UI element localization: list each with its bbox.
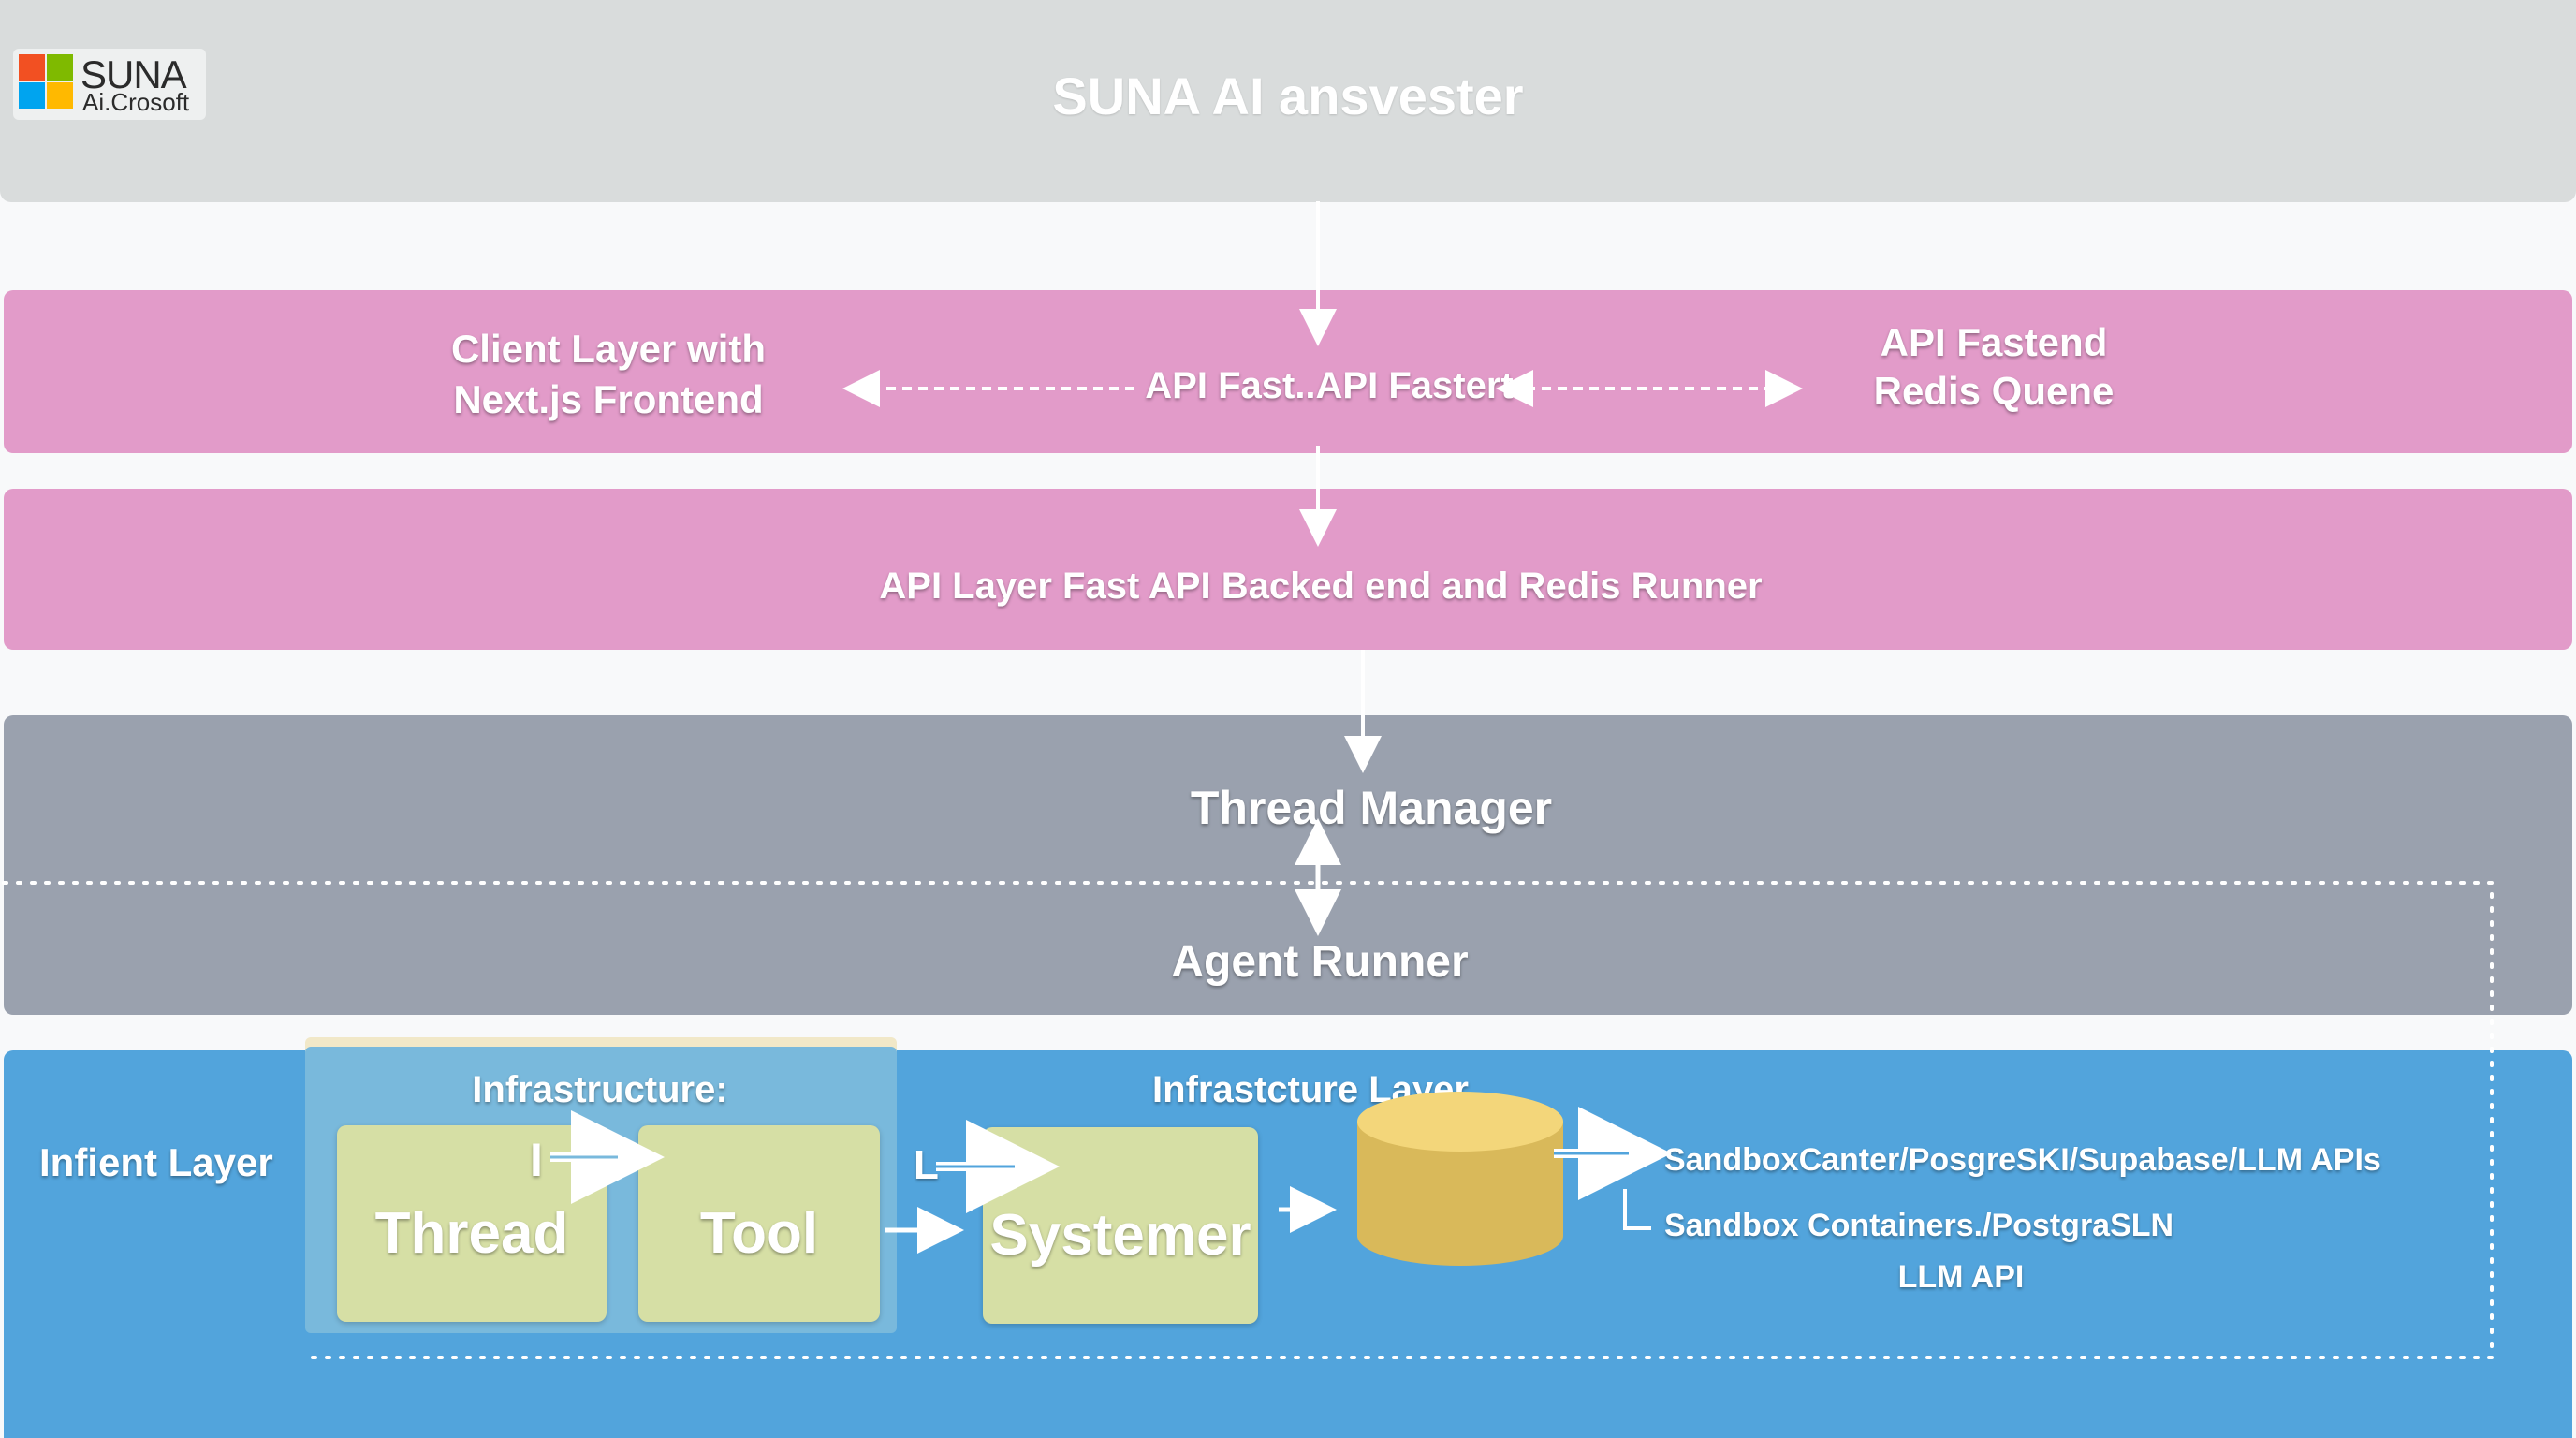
tool-box-label: Tool [699,1201,819,1266]
api-redis-line1: API Fastend [1880,320,2108,364]
thread-box-label: Thread [374,1201,569,1266]
output-line-3: LLM API [1897,1259,2025,1295]
api-layer-band [4,489,2572,650]
logo-square-red-icon [19,54,45,81]
logo-subtitle: Ai.Crosoft [82,88,190,116]
logo-name: SUNA [80,52,187,96]
page-title: SUNA AI ansvester [1052,66,1524,125]
api-redis-label: API Fastend Redis Quene [1760,318,2228,416]
database-icon [1357,1092,1563,1266]
client-layer-label: Client Layer with Next.js Frontend [374,324,842,425]
header-band [0,0,2576,202]
output-line-2: Sandbox Containers./PostgraSLN [1664,1208,2174,1243]
api-gateway-label: API Fast..API Fastert [1145,365,1514,406]
logo-square-blue-icon [19,82,45,109]
output-line-1: SandboxCanter/PosgreSKI/Supabase/LLM API… [1664,1142,2381,1178]
output-bracket-icon [1623,1189,1651,1230]
client-layer-line1: Client Layer with [450,327,767,371]
infrastructure-panel-title: Infrastructure: [472,1069,728,1110]
logo: SUNA Ai.Crosoft [13,49,206,120]
api-layer-label: API Layer Fast API Backed end and Redis … [879,565,1763,607]
agent-boundary-dotted-outline [2,881,2494,1359]
logo-square-green-icon [47,54,73,81]
thread-manager-label: Thread Manager [1190,782,1553,834]
api-redis-line2: Redis Quene [1873,369,2115,413]
client-layer-line2: Next.js Frontend [453,377,764,421]
client-layer-band [4,290,2572,453]
agent-section-band [4,715,2572,1015]
systemer-box-label: Systemer [989,1203,1251,1268]
marker-i-label: I [530,1134,543,1186]
agent-runner-label: Agent Runner [1171,937,1469,987]
tool-box [638,1125,880,1322]
infient-layer-label: Infient Layer [39,1140,273,1184]
logo-square-yellow-icon [47,82,73,109]
marker-l-label: L [914,1142,939,1188]
